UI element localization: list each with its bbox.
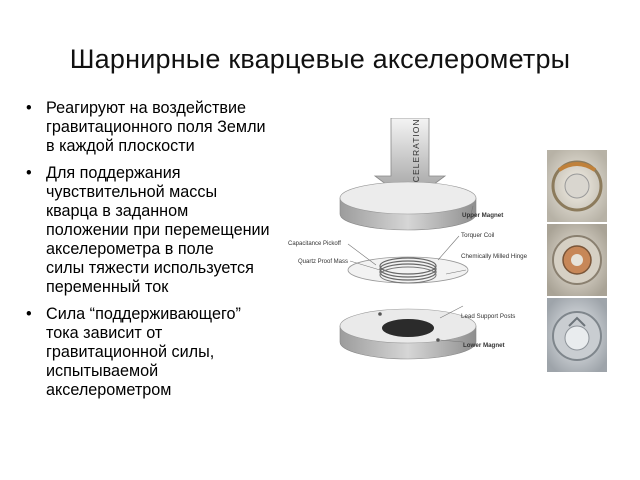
photo-middle: [547, 224, 607, 296]
bullet-dot: •: [26, 305, 32, 323]
acceleration-label: ACCELERATION: [411, 119, 421, 197]
lead-support-posts-label: Lead Support Posts: [461, 313, 515, 320]
bullet-item: • Для поддержания чувствительной массы к…: [24, 164, 304, 297]
lower-magnet-label: Lower Magnet: [463, 342, 505, 349]
bullet-list: • Реагируют на воздействие гравитационно…: [24, 99, 304, 408]
lower-magnet-disc: [339, 308, 477, 360]
leader-lines: [347, 205, 474, 343]
slide-title: Шарнирные кварцевые акселерометры: [69, 44, 571, 74]
accelerometer-photos: [547, 150, 607, 372]
bullet-text: Сила “поддерживающего” тока зависит от г…: [46, 305, 241, 399]
bullet-item: • Реагируют на воздействие гравитационно…: [24, 99, 304, 156]
bullet-item: • Сила “поддерживающего” тока зависит от…: [24, 305, 304, 400]
upper-magnet-disc: [339, 181, 477, 231]
photo-top: [547, 150, 607, 222]
torquer-coil-label: Torquer Coil: [461, 232, 494, 239]
quartz-proof-mass-label: Quartz Proof Mass: [298, 259, 348, 265]
bullet-dot: •: [26, 164, 32, 182]
photo-bottom: [547, 298, 607, 372]
upper-magnet-label: Upper Magnet: [462, 212, 503, 219]
capacitance-pickoff-label: Capacitance Pickoff: [288, 241, 341, 247]
bullet-text: Для поддержания чувствительной массы ква…: [46, 164, 270, 296]
accelerometer-exploded-diagram: ACCELERATION Upper Magnet Capacitance Pi…: [288, 118, 528, 360]
bullet-text: Реагируют на воздействие гравитационного…: [46, 99, 266, 155]
quartz-proof-mass-coil: [347, 256, 469, 284]
bullet-dot: •: [26, 99, 32, 117]
chemically-milled-hinge-label: Chemically Milled Hinge: [461, 253, 528, 260]
